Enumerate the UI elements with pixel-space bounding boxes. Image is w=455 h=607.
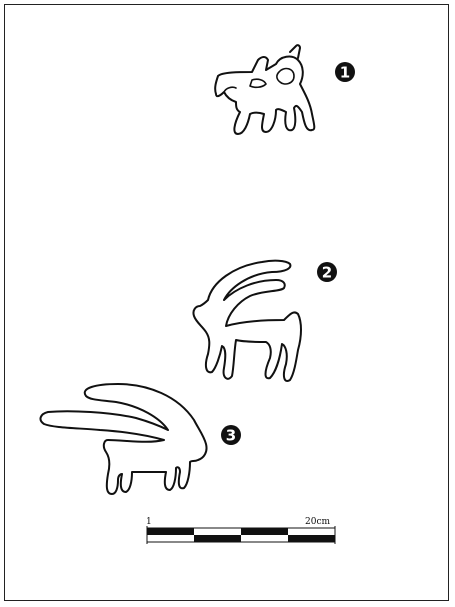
scale-segment [241,528,288,535]
figure-frame [4,4,449,601]
figure-number-2: 2 [317,262,337,282]
figure-number-3-label: 3 [226,427,236,445]
petroglyph-1 [214,44,316,135]
scale-bar: 1 20cm [146,517,336,544]
figure-number-1-label: 1 [340,64,350,82]
petroglyph-2 [192,259,302,382]
scale-segment [288,535,335,542]
figure-number-3: 3 [221,425,241,445]
figure-number-1: 1 [335,62,355,82]
scale-bar-end-label: 20cm [305,517,330,527]
scale-segment [194,535,241,542]
scale-segment [147,528,194,535]
scale-bar-start-label: 1 [146,517,152,527]
petroglyph-3 [39,383,208,495]
figure-number-2-label: 2 [322,264,332,282]
